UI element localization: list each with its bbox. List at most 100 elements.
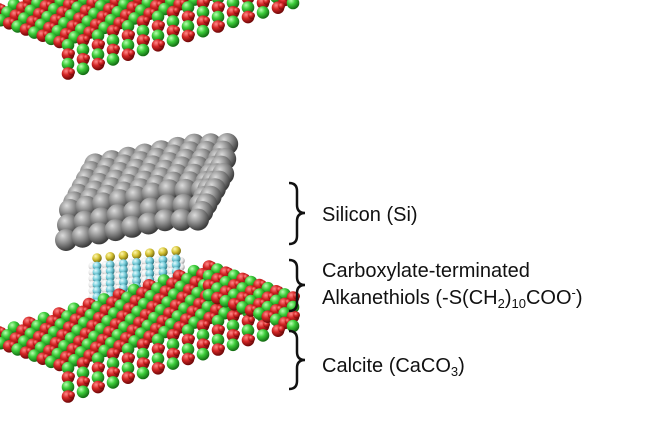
calcium-atom [286, 319, 300, 333]
calcium-atom [106, 376, 120, 389]
oxygen-atom [263, 0, 270, 5]
calcium-atom [181, 343, 195, 356]
calcium-atom [166, 357, 180, 370]
calcium-atom [121, 38, 135, 52]
silicon-atom [154, 209, 176, 232]
calcium-atom [181, 324, 195, 337]
thiol-paren: ) [504, 287, 512, 309]
carbon-atom [105, 279, 115, 288]
carbon-atom [105, 266, 115, 276]
oxygen-atom [173, 26, 181, 33]
carbon-atom [119, 259, 128, 268]
oxygen-atom [128, 49, 136, 57]
oxygen-atom [158, 40, 166, 48]
calcium-atom [151, 352, 165, 366]
carbon-atom [171, 260, 181, 270]
calcium-atom [76, 43, 90, 57]
calcium-atom [256, 329, 270, 342]
label-thiol-line1: Carboxylate-terminated [322, 259, 530, 283]
carbon-atom [119, 271, 128, 281]
oxygen-atom [128, 30, 136, 38]
oxygen-atom [248, 335, 256, 342]
calcium-atom [196, 5, 210, 19]
carbon-atom [132, 270, 142, 280]
silicon-atom [71, 225, 94, 248]
oxygen-atom [143, 339, 151, 347]
carbon-atom [92, 280, 102, 289]
oxygen-atom [248, 316, 256, 323]
calcium-atom [211, 10, 225, 24]
oxygen-atom [203, 16, 211, 24]
calcite-subscript-3: 3 [450, 364, 459, 379]
sulfur-atom [131, 249, 142, 260]
carbon-atom [145, 263, 155, 272]
oxygen-atom [218, 325, 226, 333]
thiol-formula-start: Alkanethiols (-S(CH [322, 287, 498, 309]
thiol-subscript-10: 10 [511, 296, 526, 311]
oxygen-atom [68, 391, 75, 399]
silicon-tip-model [55, 133, 239, 251]
silicon-atom [187, 208, 209, 231]
thiol-charge: - [571, 285, 576, 300]
oxygen-atom [128, 353, 136, 361]
oxygen-atom [83, 54, 90, 62]
oxygen-atom [173, 349, 181, 356]
oxygen-atom [98, 59, 105, 66]
oxygen-atom [218, 21, 226, 29]
label-silicon: Silicon (Si) [322, 203, 418, 227]
calcite-slab-top [0, 0, 300, 80]
carbon-atom [119, 277, 128, 287]
thiol-label-line1: Carboxylate-terminated [322, 260, 530, 282]
oxygen-atom [113, 368, 120, 375]
calcium-atom [91, 48, 105, 61]
sulfur-atom [145, 248, 155, 258]
calcium-atom [151, 29, 165, 43]
carbon-atom [132, 264, 142, 273]
oxygen-atom [293, 311, 300, 319]
sulfur-atom [118, 250, 129, 261]
calcium-atom [211, 314, 225, 328]
oxygen-atom [158, 363, 166, 371]
oxygen-atom [83, 35, 90, 43]
silicon-atom [88, 222, 110, 245]
calcium-atom [91, 352, 105, 365]
calcium-atom [136, 347, 150, 361]
carbon-atom [132, 276, 142, 286]
calcium-atom [106, 34, 120, 47]
carbon-atom [92, 261, 102, 271]
carbon-atom [105, 285, 115, 294]
calcium-atom [226, 0, 240, 10]
sulfur-atom [105, 251, 115, 262]
oxygen-atom [188, 12, 196, 19]
oxygen-atom [188, 354, 196, 361]
calcium-atom [76, 385, 90, 399]
label-calcite: Calcite (CaCO3) [322, 354, 465, 378]
sulfur-atom [171, 246, 181, 256]
oxygen-atom [143, 358, 151, 366]
calcium-atom [61, 57, 75, 71]
calcium-atom [61, 38, 75, 52]
bracket-thiol [288, 258, 306, 313]
calcium-atom [241, 324, 255, 337]
calcium-atom [226, 15, 240, 29]
carbon-atom [92, 274, 102, 283]
oxygen-atom [158, 344, 166, 352]
calcium-atom [166, 34, 180, 47]
oxygen-atom [173, 7, 181, 14]
oxygen-atom [233, 7, 241, 15]
calcium-atom [121, 19, 135, 33]
calcium-atom [181, 1, 195, 14]
calcium-atom [226, 319, 240, 333]
thiol-coo: COO [525, 287, 572, 309]
oxygen-atom [203, 0, 210, 5]
calcium-atom [136, 24, 150, 38]
carbon-atom [145, 269, 155, 278]
calcium-atom [91, 29, 105, 42]
sulfur-atom [158, 247, 168, 257]
silicon-atom [121, 215, 143, 238]
calcium-atom [76, 366, 90, 380]
oxygen-atom [128, 372, 136, 380]
oxygen-atom [278, 325, 285, 333]
carbon-atom [105, 260, 115, 270]
oxygen-atom [233, 311, 241, 319]
